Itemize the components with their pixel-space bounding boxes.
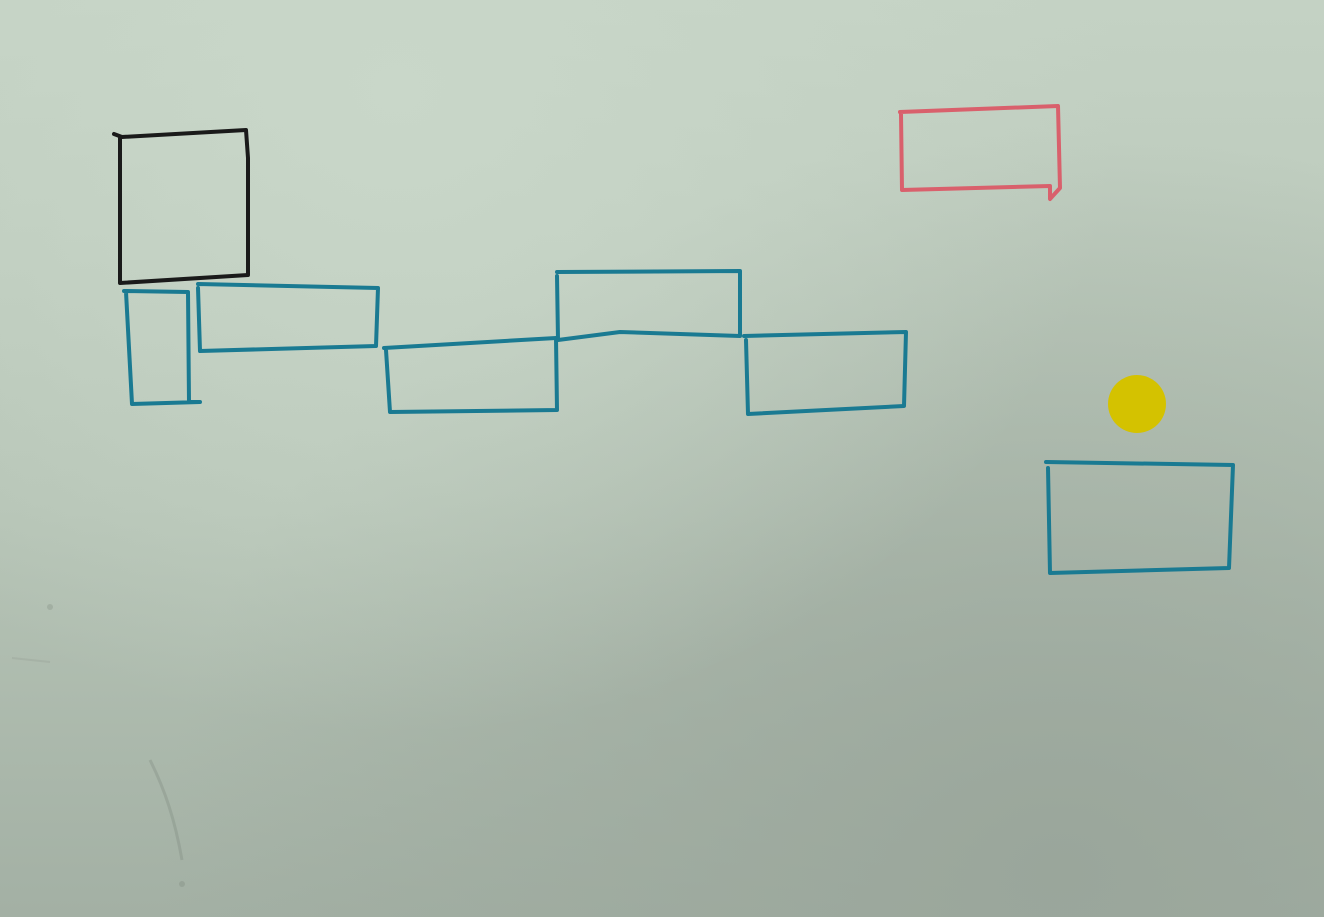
platform-raised-center — [555, 269, 742, 342]
platform-low-center — [382, 336, 559, 414]
platform-right-step — [742, 330, 908, 416]
paper-smudges — [11, 604, 185, 887]
platform-upper-left — [196, 282, 380, 353]
goal-block — [898, 104, 1062, 201]
player-block — [112, 128, 250, 285]
coin-icon — [1108, 375, 1166, 433]
platform-far-right — [1044, 460, 1235, 575]
platform-small-pillar — [122, 289, 202, 406]
platforms — [122, 269, 1235, 575]
